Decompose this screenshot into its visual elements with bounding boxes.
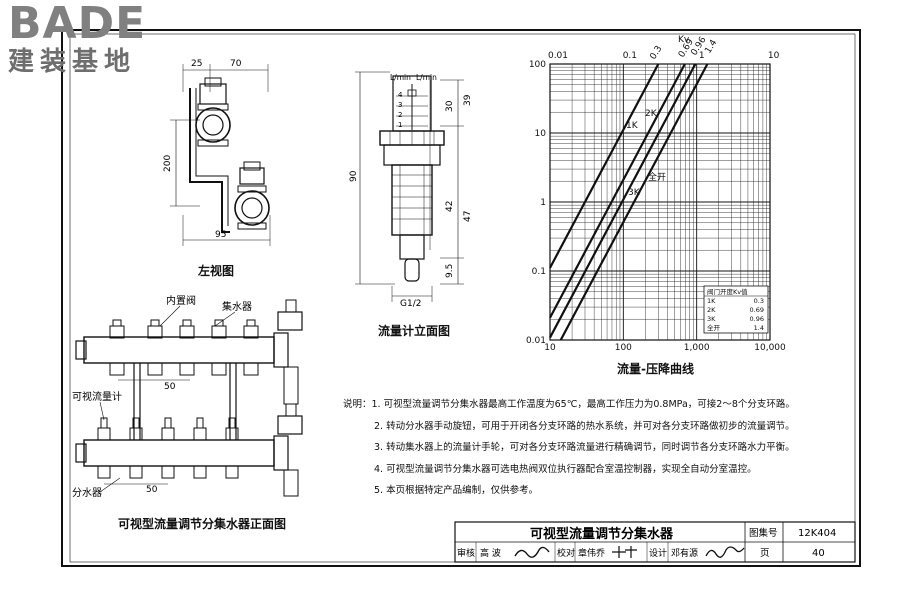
left-view-drawing xyxy=(170,64,271,246)
page-label: 页 xyxy=(760,548,770,559)
flowmeter-dim-47: 47 xyxy=(463,211,473,222)
legend-header: 阀门开度Kv值 xyxy=(707,287,748,296)
front-view-caption: 可视型流量调节分集水器正面图 xyxy=(118,517,287,531)
flowmeter-dim-42: 42 xyxy=(445,201,455,212)
chart-y-tick-label: 10 xyxy=(535,129,547,139)
legend-row-kv: 0.3 xyxy=(754,297,764,305)
note-row-5: 5. 本页根据特定产品编制，仅供参考。 xyxy=(343,480,843,502)
series-name-label-4: 全开 xyxy=(648,171,666,183)
designer-signature xyxy=(705,546,745,558)
note-row-3: 3. 转动集水器上的流量计手轮，可对各分支环路流量进行精确调节，同时调节各分支环… xyxy=(343,437,843,459)
legend-row-name: 1K xyxy=(707,297,716,305)
designer-name: 邓有源 xyxy=(671,547,698,559)
left-view-caption: 左视图 xyxy=(198,264,235,278)
series-kv-label-1: 0.3 xyxy=(648,44,664,61)
series-line-3 xyxy=(549,63,697,339)
label-inner-valve: 内置阀 xyxy=(166,294,196,307)
left-dim-200: 200 xyxy=(163,155,173,172)
review-label: 审核 xyxy=(457,547,475,559)
atlas-number: 12K404 xyxy=(798,528,836,539)
front-spacing-bottom: 50 xyxy=(146,485,158,495)
outer-frame xyxy=(61,29,861,567)
drawing-title: 可视型流量调节分集水器 xyxy=(530,526,674,542)
flowmeter-dim-95: 9.5 xyxy=(445,264,455,278)
bade-logo: BADE 建装基地 xyxy=(8,0,147,77)
legend-row-name: 2K xyxy=(707,306,716,314)
chart-x-tick-label: 10 xyxy=(544,343,556,353)
left-dim-95: 95 xyxy=(215,230,226,240)
notes-block: 说明：1. 可视型流量调节分集水器最高工作温度为65℃，最高工作压力为0.8MP… xyxy=(343,394,843,502)
chart-caption: 流量-压降曲线 xyxy=(617,362,694,376)
flowmeter-thread: G1/2 xyxy=(400,299,421,309)
reviewer-signature xyxy=(514,546,550,558)
series-name-label-1: 1K xyxy=(626,121,639,131)
series-name-label-3: 3K xyxy=(628,188,641,198)
front-spacing-top: 50 xyxy=(164,382,176,392)
series-name-label-2: 2K xyxy=(645,109,658,119)
flowmeter-unit-left: L/min xyxy=(390,73,411,82)
check-label: 校对 xyxy=(557,547,575,559)
series-line-4 xyxy=(559,63,709,341)
left-dim-25: 25 xyxy=(191,59,202,69)
note-1: 1. 可视型流量调节分集水器最高工作温度为65℃，最高工作压力为0.8MPa，可… xyxy=(371,399,795,410)
flowmeter-dim-30: 30 xyxy=(445,100,455,112)
chart-x-tick-label: 10,000 xyxy=(754,343,786,353)
note-row-2: 2. 转动分水器手动旋钮，可用于开闭各分支环路的热水系统，并可对各分支环路做初步… xyxy=(343,416,843,438)
atlas-label: 图集号 xyxy=(749,527,778,539)
flowmeter-caption: 流量计立面图 xyxy=(378,324,451,338)
flowmeter-scale-3: 3 xyxy=(398,101,402,109)
title-block xyxy=(454,521,856,563)
legend-row-kv: 1.4 xyxy=(754,324,764,332)
note-2: 2. 转动分水器手动旋钮，可用于开闭各分支环路的热水系统，并可对各分支环路做初步… xyxy=(374,420,795,432)
checker-signature xyxy=(612,546,637,558)
note-4: 4. 可视型流量调节分集水器可选电热阀双位执行器配合室温控制器，实现全自动分室温… xyxy=(374,463,757,475)
note-row-4: 4. 可视型流量调节分集水器可选电热阀双位执行器配合室温控制器，实现全自动分室温… xyxy=(343,459,843,481)
reviewer-name: 高 波 xyxy=(480,547,501,559)
note-3: 3. 转动集水器上的流量计手轮，可对各分支环路流量进行精确调节，同时调节各分支环… xyxy=(374,442,795,453)
front-view-drawing xyxy=(75,299,303,497)
flowmeter-scale-4: 4 xyxy=(398,91,403,99)
chart-y-tick-label: 0.01 xyxy=(526,336,546,346)
chart-y-tick-label: 100 xyxy=(529,60,546,70)
chart-y-tick-label: 0.1 xyxy=(532,267,546,277)
chart-top-tick-label: 1 xyxy=(699,51,705,61)
flow-pressure-chart: 10 100 1,000 10,000 0.01 0.1 1 10 Kv 100 10 1 0.1 0.0… xyxy=(526,35,786,353)
legend-row-name: 全开 xyxy=(707,323,721,332)
series-line-2 xyxy=(549,63,686,319)
logo-wordmark: BADE xyxy=(8,0,147,49)
flowmeter-dim-90: 90 xyxy=(349,170,359,182)
chart-top-tick-label: 0.01 xyxy=(548,51,568,61)
note-row-1: 说明：1. 可视型流量调节分集水器最高工作温度为65℃，最高工作压力为0.8MP… xyxy=(343,394,843,416)
series-line-1 xyxy=(549,63,660,269)
label-distributor: 分水器 xyxy=(72,487,102,499)
flowmeter-dim-39: 39 xyxy=(463,94,473,106)
flowmeter-drawing xyxy=(355,71,464,302)
chart-top-tick-label: 0.1 xyxy=(623,51,637,61)
label-flowmeter: 可视流量计 xyxy=(72,390,122,403)
legend-row-kv: 0.96 xyxy=(750,315,764,323)
logo-subtitle: 建装基地 xyxy=(8,47,137,77)
chart-x-tick-label: 100 xyxy=(615,343,632,353)
chart-kv-axis-label: Kv xyxy=(678,35,690,45)
design-label: 设计 xyxy=(649,547,667,559)
left-dim-70: 70 xyxy=(230,59,242,69)
flowmeter-scale-1: 1 xyxy=(398,121,402,129)
notes-prefix: 说明： xyxy=(343,399,372,410)
page-number: 40 xyxy=(812,548,825,559)
label-collector: 集水器 xyxy=(222,300,252,313)
legend-row-name: 3K xyxy=(707,315,716,323)
flowmeter-unit-right: L/min xyxy=(416,73,437,82)
checker-name: 章伟乔 xyxy=(578,547,605,559)
chart-x-tick-label: 1,000 xyxy=(684,343,710,353)
legend-row-kv: 0.69 xyxy=(750,306,764,314)
chart-top-tick-label: 10 xyxy=(768,51,780,61)
chart-y-tick-label: 1 xyxy=(540,198,546,208)
legend-table xyxy=(703,285,769,334)
note-5: 5. 本页根据特定产品编制，仅供参考。 xyxy=(374,485,539,496)
flowmeter-scale-2: 2 xyxy=(398,111,402,119)
